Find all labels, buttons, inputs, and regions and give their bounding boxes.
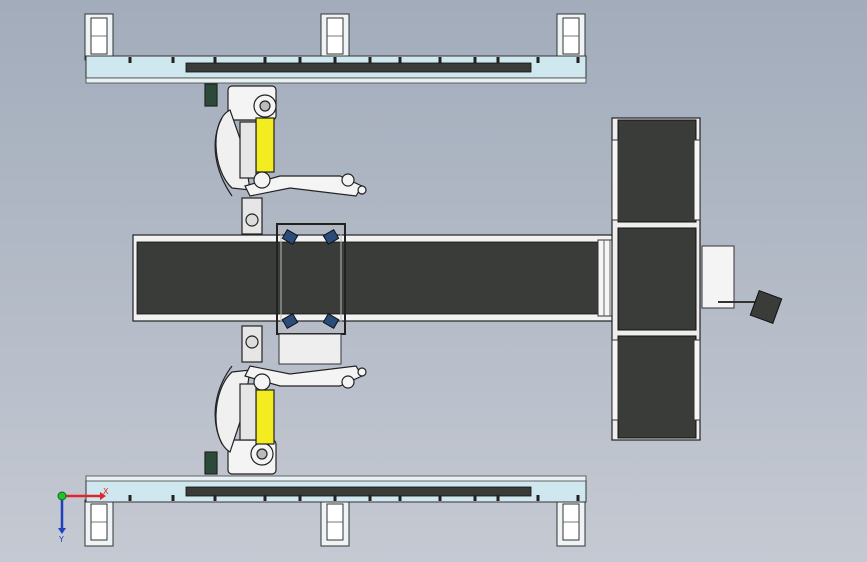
lower-robot-arm <box>204 325 367 475</box>
bottom-post-middle <box>320 499 350 547</box>
bottom-post-left <box>84 499 114 547</box>
upper-arm-yellow-bracket <box>255 117 275 173</box>
main-conveyor <box>132 223 623 365</box>
upper-robot-arm <box>204 83 367 235</box>
top-rail-assembly <box>84 13 587 84</box>
top-drive-belt <box>185 62 532 73</box>
side-conveyor-lower-belt <box>617 335 697 439</box>
bottom-rail-assembly <box>84 475 587 547</box>
lower-arm-yellow-bracket <box>255 389 275 445</box>
bottom-post-right <box>556 499 586 547</box>
control-box <box>701 245 735 309</box>
coordinate-triad: X Y <box>57 487 109 544</box>
x-axis-label: X <box>103 487 109 496</box>
pusher-pad <box>749 290 783 324</box>
bottom-drive-belt <box>185 486 532 497</box>
top-post-left <box>84 13 114 61</box>
main-conveyor-belt <box>136 241 600 315</box>
top-post-middle <box>320 13 350 61</box>
side-conveyor-middle-belt <box>617 227 697 331</box>
z-axis-marker <box>57 491 67 501</box>
y-axis-label: Y <box>58 535 64 544</box>
side-conveyor-upper-belt <box>617 119 697 223</box>
side-conveyor <box>611 117 783 441</box>
top-post-right <box>556 13 586 61</box>
